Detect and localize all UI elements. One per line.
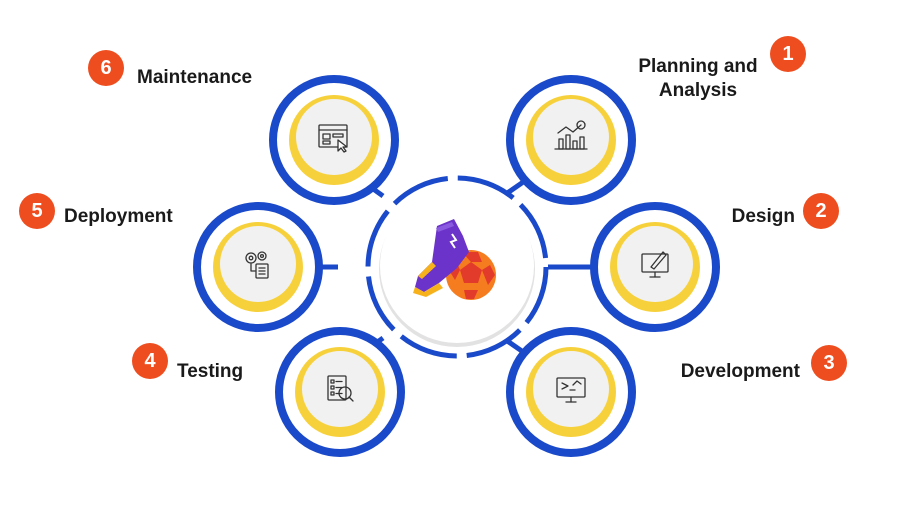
step-3-inner-disc: [533, 351, 609, 427]
step-nodes: [193, 75, 720, 457]
step-1-inner-disc: [533, 99, 609, 175]
gears-document-icon: [245, 251, 269, 279]
code-monitor-icon: [556, 377, 586, 403]
step-2-label-line: Design: [731, 206, 795, 227]
step-5-label-line: Deployment: [64, 206, 173, 227]
step-2-label: Design: [700, 205, 795, 229]
step-node-3: [506, 327, 636, 457]
browser-click-icon: [318, 124, 348, 153]
step-6-label-line: Maintenance: [137, 67, 253, 88]
step-node-4: [275, 327, 405, 457]
step-4-number-badge: 4: [132, 343, 168, 379]
step-3-label-line: Development: [680, 361, 800, 382]
step-1-number-badge: 1: [770, 36, 806, 72]
center-hub: [365, 175, 549, 359]
step-node-2: [590, 202, 720, 332]
step-3-label: Development: [650, 360, 800, 384]
design-monitor-icon: [641, 251, 669, 278]
step-2-inner-disc: [617, 226, 693, 302]
step-node-6: [269, 75, 399, 205]
step-5-number-badge: 5: [19, 193, 55, 229]
step-6-label: Maintenance: [137, 66, 287, 90]
football-boot-and-ball-icon: [413, 219, 496, 300]
checklist-inspect-icon: [327, 375, 354, 402]
step-5-label: Deployment: [64, 205, 214, 229]
step-1-label-line: Analysis: [658, 80, 738, 101]
step-node-1: [506, 75, 636, 205]
step-1-label-line: Planning and: [638, 56, 758, 77]
step-2-number-badge: 2: [803, 193, 839, 229]
analytics-chart-icon: [554, 120, 588, 150]
step-node-5: [193, 202, 323, 332]
step-3-number-badge: 3: [811, 345, 847, 381]
step-4-label: Testing: [177, 360, 277, 384]
step-4-label-line: Testing: [177, 361, 244, 382]
step-6-number-badge: 6: [88, 50, 124, 86]
